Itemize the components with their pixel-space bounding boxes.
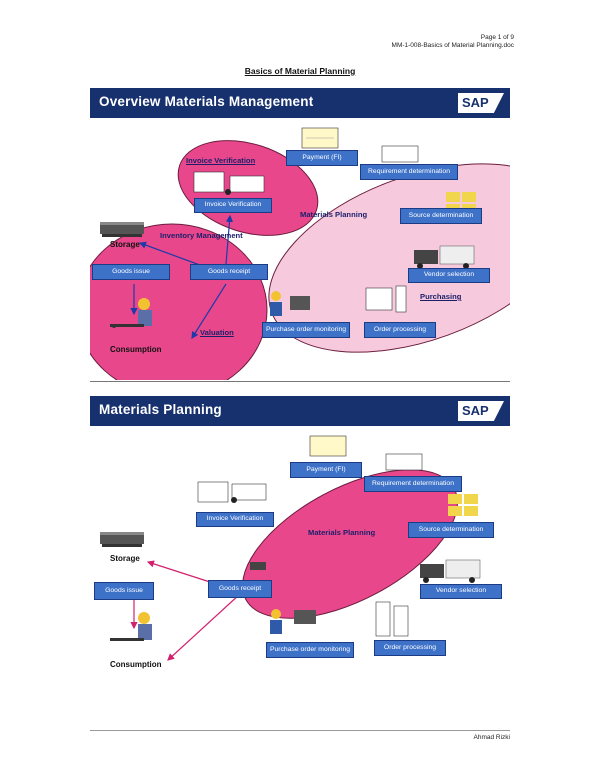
box-source-determination[interactable]: Source determination: [400, 208, 482, 224]
label2-consumption: Consumption: [110, 660, 162, 669]
label-valuation: Valuation: [200, 328, 234, 337]
box2-source-determination[interactable]: Source determination: [408, 522, 494, 538]
slide2-graphics: [100, 435, 481, 661]
label2-materials-planning: Materials Planning: [308, 528, 376, 537]
page-number: Page 1 of 9: [480, 34, 514, 41]
invoice-docs-icon-2: [197, 481, 267, 503]
footer-line: [90, 730, 510, 731]
arrow2-receipt-storage: [146, 560, 211, 583]
label-purchasing: Purchasing: [420, 292, 462, 301]
slide1-title: Overview Materials Management: [99, 94, 314, 109]
slide1-graphics: [90, 88, 510, 380]
buyer-icon: [270, 291, 310, 316]
box2-invoice-verification[interactable]: Invoice Verification: [196, 512, 274, 527]
small-truck-icon-2: [250, 562, 266, 570]
trucks-icon: [414, 245, 475, 269]
buyer-icon-2: [270, 609, 316, 634]
box2-goods-receipt[interactable]: Goods receipt: [208, 580, 272, 598]
slide1-title-band: Overview Materials Management SAP: [90, 88, 510, 118]
arrow-receipt-invoice: [225, 214, 234, 265]
box2-requirement-determination[interactable]: Requirement determination: [364, 476, 462, 492]
payment-doc-icon-2: [309, 435, 347, 457]
slide2-title-band: Materials Planning SAP: [90, 396, 510, 426]
label2-storage: Storage: [110, 554, 140, 563]
arrow-receipt-storage: [138, 241, 209, 269]
box-invoice-verification[interactable]: Invoice Verification: [194, 198, 272, 213]
label-inventory-management: Inventory Management: [160, 231, 243, 240]
invoice-docs-icon: [193, 171, 265, 195]
requisition-doc-icon: [381, 145, 419, 163]
label-consumption: Consumption: [110, 345, 162, 354]
box2-vendor-selection[interactable]: Vendor selection: [420, 584, 502, 599]
file-name: MM-1-008-Basics of Material Planning.doc: [391, 42, 514, 49]
source-blocks-icon-2: [448, 494, 478, 516]
box2-payment[interactable]: Payment (FI): [290, 462, 362, 478]
worker-icon: [110, 298, 152, 328]
footer-author: Ahmad Rizki: [473, 734, 510, 741]
storage-icon-2: [100, 532, 144, 547]
label-invoice-verification: Invoice Verification: [186, 156, 256, 165]
purchase-docs-icon-2: [375, 601, 409, 637]
box-requirement-determination[interactable]: Requirement determination: [360, 164, 458, 180]
purchase-docs-icon: [365, 285, 407, 313]
box-purchase-order-monitoring[interactable]: Purchase order monitoring: [262, 322, 350, 338]
box-payment[interactable]: Payment (FI): [286, 150, 358, 166]
inventory-ellipse: [90, 223, 268, 380]
box2-order-processing[interactable]: Order processing: [374, 640, 446, 656]
arrow2-receipt-consumption: [167, 593, 241, 661]
storage-icon: [100, 222, 144, 237]
worker-icon-2: [110, 612, 152, 641]
requisition-doc-icon-2: [385, 453, 423, 471]
box2-purchase-order-monitoring[interactable]: Purchase order monitoring: [266, 642, 354, 658]
slide2-title: Materials Planning: [99, 402, 222, 417]
arrow-receipt-valuation: [191, 283, 227, 340]
sap-logo-2: SAP: [458, 401, 504, 421]
box-goods-receipt[interactable]: Goods receipt: [190, 264, 268, 280]
slide-divider: [90, 381, 510, 382]
slide-overview: Overview Materials Management SAP Invoic…: [90, 88, 510, 380]
label-materials-planning: Materials Planning: [300, 210, 368, 219]
sap-logo-text: SAP: [462, 95, 489, 110]
label-storage: Storage: [110, 240, 140, 249]
sap-logo: SAP: [458, 93, 504, 113]
payment-doc-icon: [301, 127, 339, 149]
box-order-processing[interactable]: Order processing: [364, 322, 436, 338]
box-vendor-selection[interactable]: Vendor selection: [408, 268, 490, 283]
trucks-icon-2: [420, 559, 481, 583]
slide-materials-planning: Materials Planning SAP Materials Plannin…: [90, 396, 510, 684]
document-title: Basics of Material Planning: [244, 66, 356, 76]
box-goods-issue[interactable]: Goods issue: [92, 264, 170, 280]
box2-goods-issue[interactable]: Goods issue: [94, 582, 154, 600]
sap-logo-text-2: SAP: [462, 403, 489, 418]
